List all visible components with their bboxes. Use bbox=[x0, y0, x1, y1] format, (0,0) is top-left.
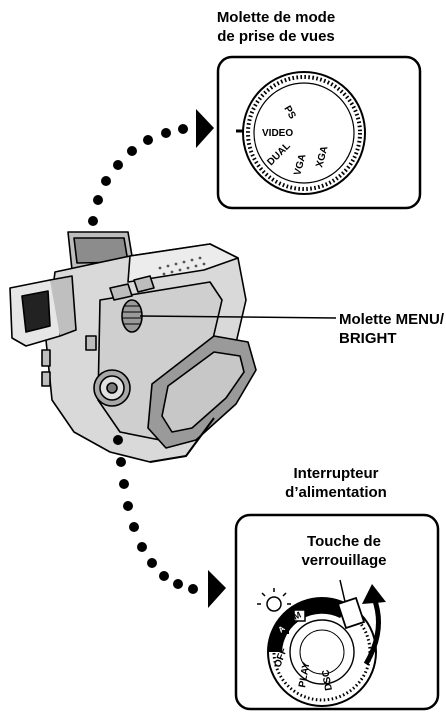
lock-button-label-line2: verrouillage bbox=[286, 551, 402, 570]
dotted-path-top bbox=[88, 124, 188, 226]
arrow-to-power-switch bbox=[208, 570, 226, 608]
camera-power-dial bbox=[94, 370, 130, 406]
menu-bright-wheel bbox=[122, 300, 142, 332]
lock-button-label: Touche de verrouillage bbox=[286, 532, 402, 570]
camcorder-illustration bbox=[10, 232, 256, 462]
arrow-to-mode-dial bbox=[196, 109, 214, 148]
lock-button-label-line1: Touche de bbox=[286, 532, 402, 551]
mode-video-label: VIDEO bbox=[262, 128, 293, 139]
